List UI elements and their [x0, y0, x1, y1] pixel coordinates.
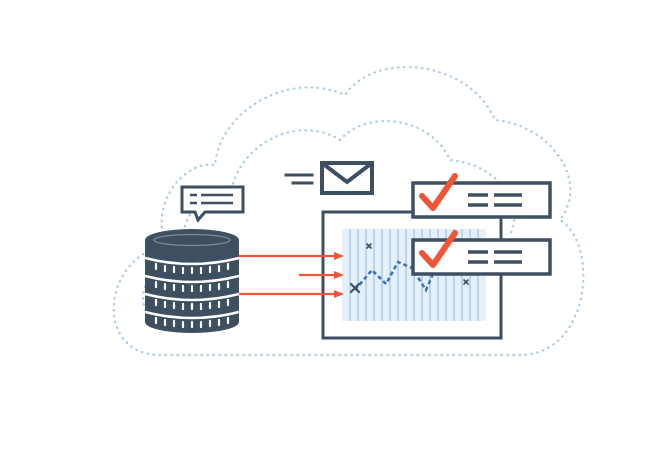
data-flow-arrow: [239, 290, 344, 298]
data-flow-arrow: [299, 271, 344, 279]
database-top-highlight: [153, 233, 231, 247]
checkmark-icon: [419, 230, 458, 268]
message-bubble-lines: [190, 193, 233, 205]
database-separator: [144, 274, 240, 284]
database-separators: [144, 256, 240, 320]
database-separator: [144, 292, 240, 302]
database-separator: [144, 256, 240, 266]
database-top: [145, 229, 239, 251]
checkmark-icon: [419, 173, 458, 211]
data-flow-arrows: [239, 252, 344, 298]
x-marker-small: [366, 243, 372, 249]
x-marker-large: [349, 282, 361, 294]
database-separator: [144, 310, 240, 320]
checklist-card: [411, 173, 552, 219]
x-marker-small: [463, 279, 469, 285]
envelope-motion-lines: [284, 173, 314, 185]
checklist-card: [411, 230, 552, 276]
envelope-icon: [320, 161, 374, 195]
checklist-card-frame: [411, 238, 552, 276]
checklist-card-frame: [411, 181, 552, 219]
chart-x-markers: [349, 243, 469, 294]
envelope-flap: [320, 161, 374, 185]
database-icon: [144, 229, 240, 333]
data-flow-arrow: [239, 252, 344, 260]
checklist-card-lines: [468, 250, 522, 264]
checklist-card-lines: [468, 193, 522, 207]
message-bubble-icon: [180, 185, 245, 223]
database-slots: [154, 262, 230, 329]
